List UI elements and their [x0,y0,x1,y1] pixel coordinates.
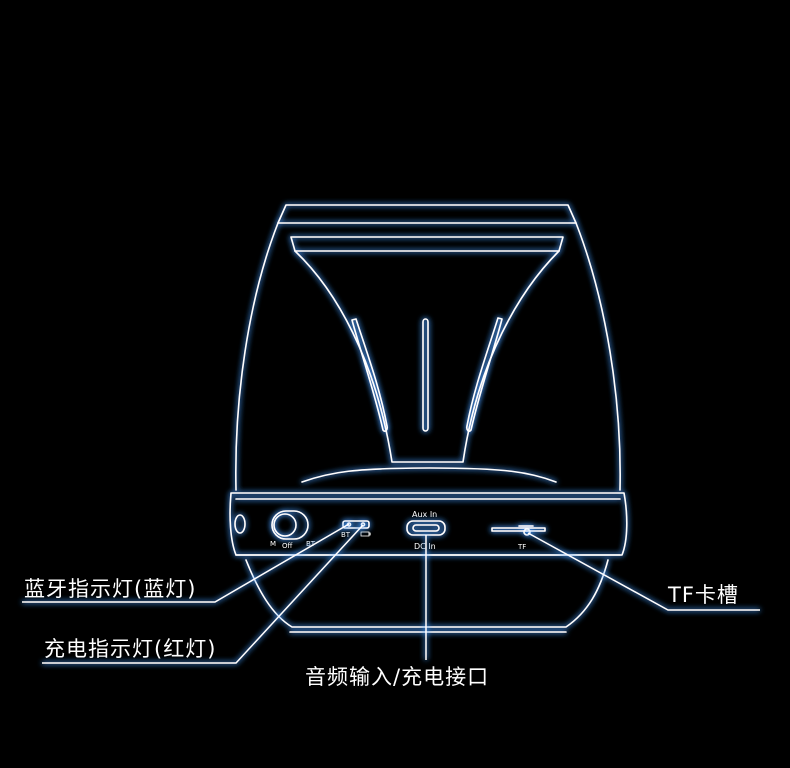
mic-hole [234,514,246,534]
right-light-slot [466,317,503,432]
callout-blue-led: 蓝牙指示灯(蓝灯) [24,577,196,601]
tf-label: TF [517,543,526,551]
led-label-bt: BT [341,531,351,539]
base-top-plate [301,467,557,483]
center-light-slot [422,318,429,432]
battery-icon [360,531,371,537]
switch-label-m: M [270,540,276,548]
control-band [229,492,628,556]
led-indicator-frame [342,520,370,529]
speaker-inner-funnel [290,236,564,463]
mode-switch-knob[interactable] [273,513,297,537]
switch-label-off: Off [282,542,293,550]
dc-in-label: DC In [414,542,436,551]
lower-bowl [245,559,609,628]
mode-switch-track[interactable] [271,510,309,540]
speaker-top-cap [277,204,577,224]
aux-in-label: Aux In [412,510,437,519]
tf-card-slot[interactable] [491,527,546,532]
left-light-slot [351,318,388,432]
switch-label-bt: BT [306,540,316,548]
leader-blue-led [22,523,350,603]
speaker-outer-shell [235,222,621,491]
tf-slot-marker [523,528,531,536]
callout-tf-slot: TF卡槽 [667,583,739,607]
leader-tf-slot [527,532,760,611]
leader-red-led [42,524,364,664]
aux-dc-port-inner [412,524,440,532]
callout-red-led: 充电指示灯(红灯) [44,637,216,661]
callout-aux-dc: 音频输入/充电接口 [305,665,489,689]
